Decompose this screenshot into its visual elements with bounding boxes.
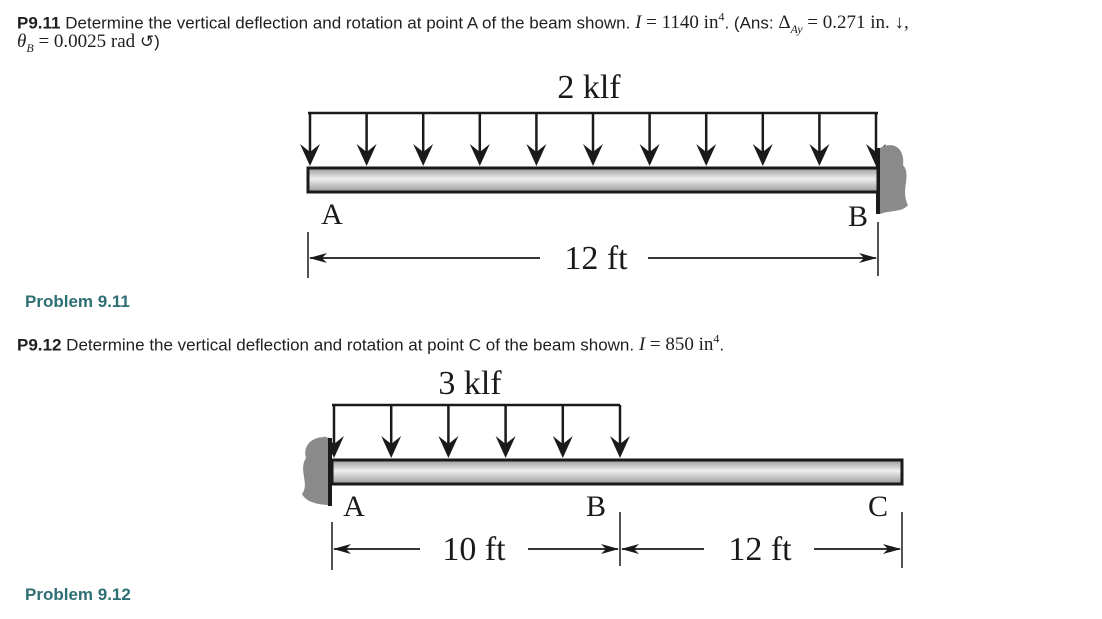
load-arrow-head xyxy=(752,144,773,166)
load-arrow-head xyxy=(356,144,377,166)
counterclockwise-icon: ↺ xyxy=(139,32,155,51)
load-arrow-head xyxy=(809,144,830,166)
point-b-label: B xyxy=(848,200,868,233)
answer-open: . (Ans: xyxy=(724,13,779,33)
answer-close: ) xyxy=(154,32,160,51)
problem-9-12-statement: P9.12 Determine the vertical deflection … xyxy=(17,328,724,356)
load-arrow-head xyxy=(526,144,547,166)
statement-end: . xyxy=(719,335,725,355)
point-b-label: B xyxy=(586,490,606,523)
deflection-answer: ΔAy = 0.271 in. ↓, xyxy=(778,12,909,37)
span-bc-label: 12 ft xyxy=(728,531,792,568)
problem-number: P9.12 xyxy=(17,335,62,355)
load-arrow-head xyxy=(495,436,516,458)
rotation-answer: θB = 0.0025 rad xyxy=(17,31,136,55)
load-arrow-head xyxy=(696,144,717,166)
load-arrow-head xyxy=(639,144,660,166)
load-arrow-head xyxy=(438,436,459,458)
load-arrow-head xyxy=(413,144,434,166)
point-a-label: A xyxy=(343,490,365,523)
problem-9-11-statement-line2: θB = 0.0025 rad ↺) xyxy=(17,31,160,59)
beam-diagram-9-12: 3 klf A B C 10 ft 12 ft xyxy=(302,365,904,570)
problem-text: Determine the vertical deflection and ro… xyxy=(65,13,631,33)
problem-number: P9.11 xyxy=(17,13,61,33)
load-arrow-head xyxy=(300,144,320,166)
span-ab-label: 10 ft xyxy=(442,531,506,568)
point-c-label: C xyxy=(868,490,888,523)
figure-caption-9-11: Problem 9.11 xyxy=(25,292,130,311)
fixed-support-b xyxy=(880,145,908,214)
load-label: 2 klf xyxy=(557,69,621,106)
load-label: 3 klf xyxy=(438,365,502,402)
figure-caption-9-12: Problem 9.12 xyxy=(25,585,131,604)
inertia-expression: I = 850 in4 xyxy=(638,332,720,356)
load-arrow-head xyxy=(469,144,490,166)
load-arrow-head xyxy=(381,436,402,458)
distributed-load-arrows xyxy=(324,405,630,458)
fixed-support-a xyxy=(302,437,330,505)
beam-ac xyxy=(330,458,904,486)
load-arrow-head xyxy=(552,436,573,458)
distributed-load-arrows xyxy=(300,113,886,166)
point-a-label: A xyxy=(321,198,343,231)
inertia-expression: I = 1140 in4 xyxy=(635,10,725,34)
load-arrow-head xyxy=(583,144,603,166)
beam-diagram-9-11: 2 klf A B 12 ft xyxy=(300,69,908,278)
problem-text: Determine the vertical deflection and ro… xyxy=(66,335,635,355)
beam-ab xyxy=(306,166,880,194)
problem-9-11-statement: P9.11 Determine the vertical deflection … xyxy=(17,6,909,40)
load-arrow-head xyxy=(610,436,630,458)
span-label: 12 ft xyxy=(564,240,628,277)
